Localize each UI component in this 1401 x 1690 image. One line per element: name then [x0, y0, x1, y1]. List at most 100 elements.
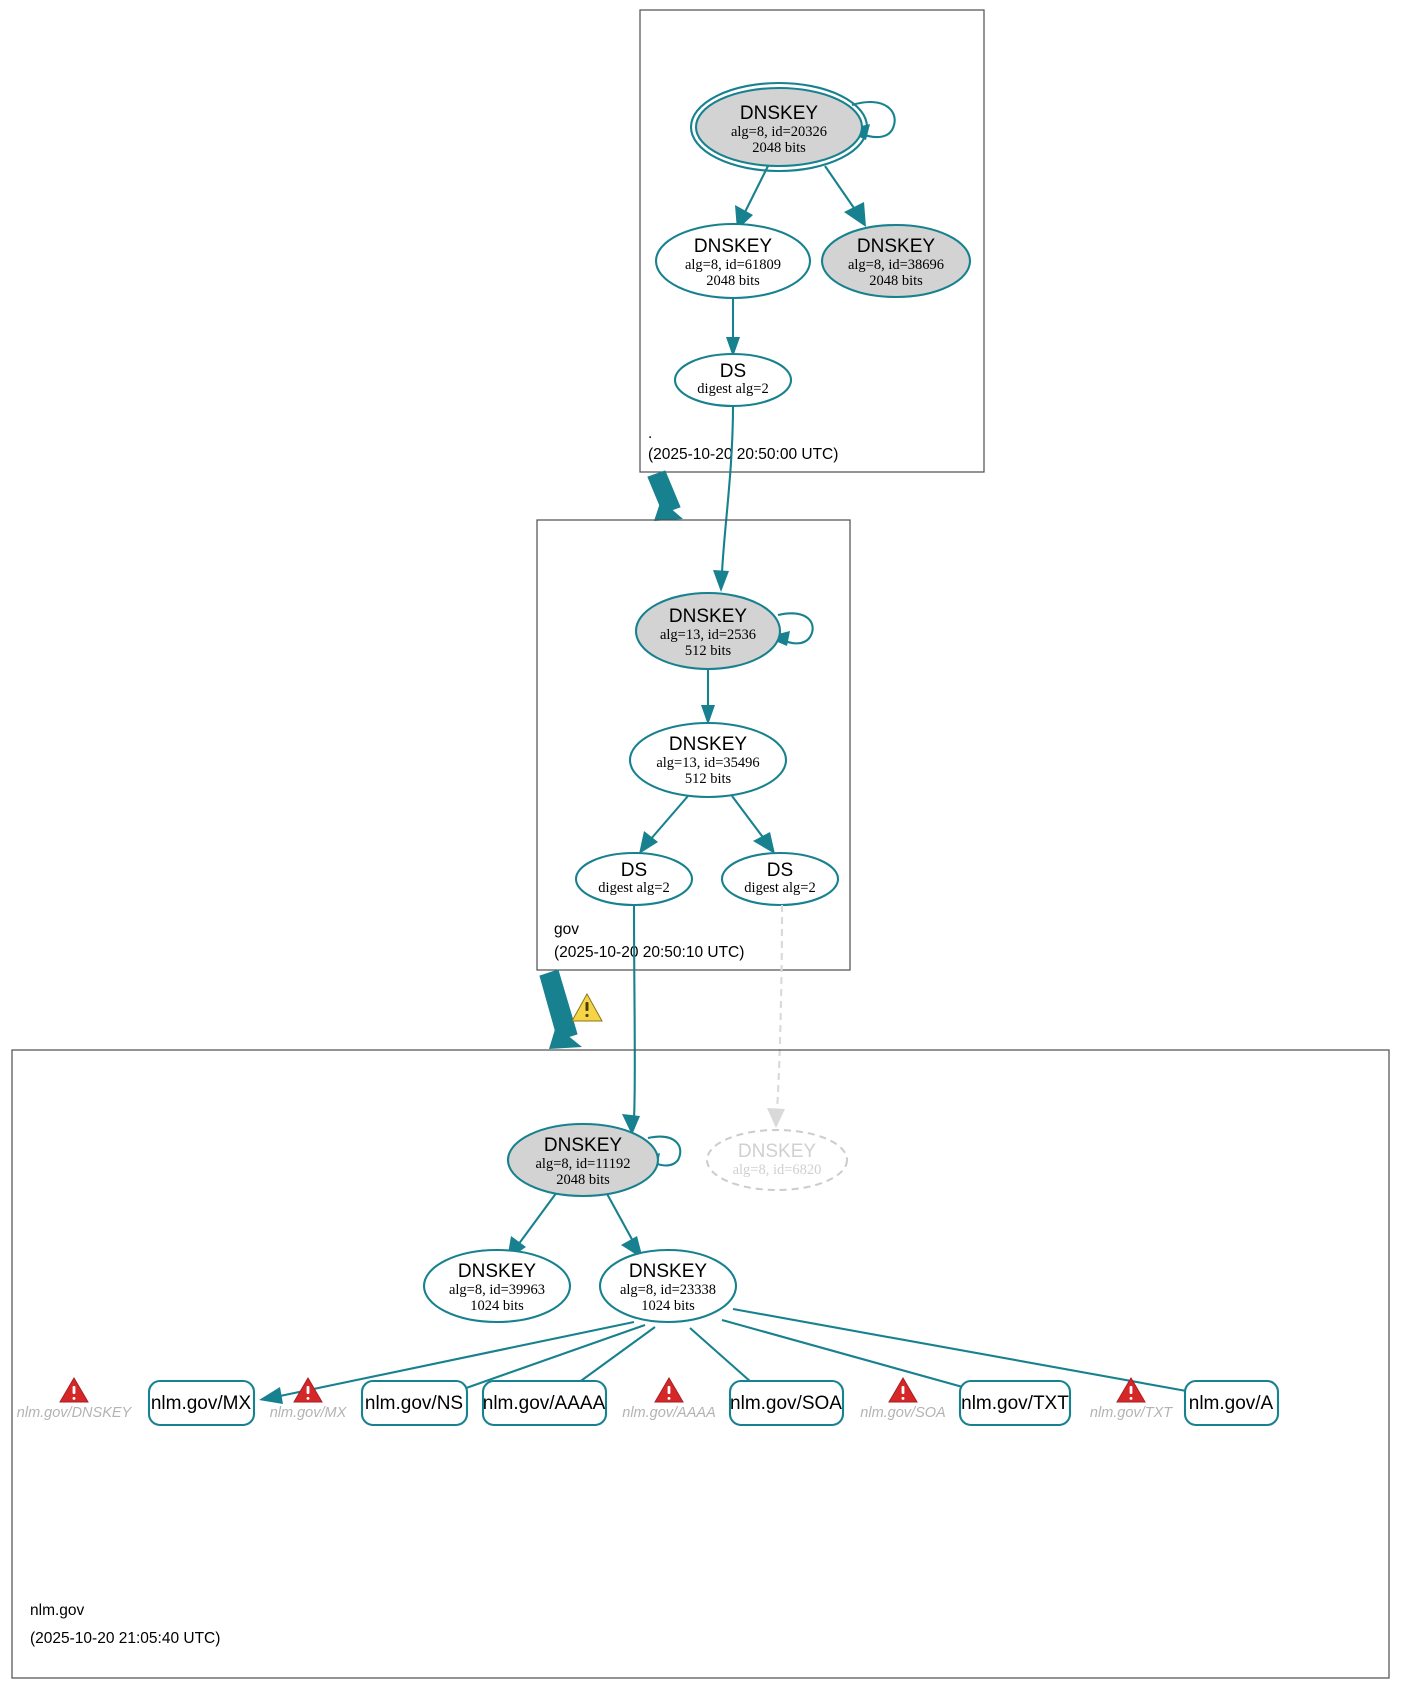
node-nlm-key-6820-params: alg=8, id=6820: [733, 1162, 822, 1178]
rrset-nlmgov-mx-label: nlm.gov/MX: [151, 1393, 252, 1414]
rrset-nlmgov-txt-box: [958, 1379, 1072, 1427]
node-root-zsk-61809-params: alg=8, id=61809: [685, 257, 781, 273]
node-nlm-ksk[interactable]: DNSKEY alg=8, id=11192 2048 bits: [506, 1122, 660, 1198]
node-nlm-zsk-39963-params: alg=8, id=39963: [449, 1282, 545, 1298]
warning-nlmgov-mx-label: nlm.gov/MX: [270, 1405, 348, 1421]
warning-gov-delegation-icon[interactable]: [571, 992, 603, 1022]
edge-gov-ds1-to-nlm-ksk: [632, 904, 636, 1119]
edge-gov-to-nlmgov-delegation: [539, 969, 582, 1049]
arrowhead-root-to-gov: [654, 500, 683, 521]
zone-root: DNSKEY alg=8, id=20326 2048 bits DNSKEY …: [639, 9, 985, 473]
rrset-nlmgov-ns[interactable]: nlm.gov/NS: [360, 1379, 469, 1427]
rrset-nlmgov-soa[interactable]: nlm.gov/SOA: [728, 1379, 845, 1427]
node-nlm-zsk-23338-size: 1024 bits: [641, 1298, 695, 1314]
node-nlm-zsk-23338-title: DNSKEY: [629, 1261, 707, 1282]
edge-root-to-gov-delegation: [647, 470, 683, 521]
warning-nlmgov-soa[interactable]: nlm.gov/SOA: [860, 1377, 946, 1421]
node-root-key-38696[interactable]: DNSKEY alg=8, id=38696 2048 bits: [820, 223, 972, 299]
node-nlm-key-6820-title: DNSKEY: [738, 1141, 816, 1162]
rrset-nlmgov-mx[interactable]: nlm.gov/MX: [147, 1379, 256, 1427]
node-root-zsk-61809[interactable]: DNSKEY alg=8, id=61809 2048 bits: [654, 222, 812, 300]
warning-exclamation-stem: [306, 1386, 310, 1394]
zone-gov: DNSKEY alg=13, id=2536 512 bits DNSKEY a…: [536, 519, 851, 971]
node-root-ksk[interactable]: DNSKEY alg=8, id=20326 2048 bits: [689, 81, 869, 173]
edge-gov-ksk-selfsign: [777, 612, 814, 645]
rrset-nlmgov-txt[interactable]: nlm.gov/TXT: [958, 1379, 1072, 1427]
rrset-nlmgov-a[interactable]: nlm.gov/A: [1183, 1379, 1280, 1427]
zone-nlmgov-border: [11, 1049, 1390, 1679]
zone-nlmgov-timestamp: (2025-10-20 21:05:40 UTC): [30, 1630, 220, 1647]
warning-nlmgov-txt[interactable]: nlm.gov/TXT: [1090, 1377, 1173, 1421]
node-nlm-zsk-39963-shape: [422, 1248, 572, 1324]
node-gov-ds-1-params: digest alg=2: [598, 880, 669, 896]
node-root-key-38696-params: alg=8, id=38696: [848, 257, 944, 273]
edge-root-ksk-selfsign: [851, 100, 896, 139]
edge-root-ksk-to-zsk61809: [743, 165, 769, 215]
edge-root-ds-to-gov-ksk: [720, 405, 735, 574]
arrowhead-gov-ds1-to-nlm-ksk: [622, 1114, 640, 1135]
warning-exclamation-dot: [72, 1397, 76, 1400]
warning-nlmgov-soa-label: nlm.gov/SOA: [860, 1405, 945, 1421]
node-gov-zsk-params: alg=13, id=35496: [656, 755, 759, 771]
edge-root-ksk-to-key38696: [824, 165, 857, 212]
zone-gov-border: [536, 519, 851, 971]
rrset-nlmgov-ns-label: nlm.gov/NS: [365, 1393, 463, 1414]
node-root-ksk-shape: [694, 86, 864, 168]
warning-exclamation-dot: [901, 1397, 905, 1400]
arrowhead-zsk-to-mx: [259, 1387, 283, 1404]
warning-nlmgov-aaaa[interactable]: nlm.gov/AAAA: [622, 1377, 716, 1421]
node-gov-ds-1[interactable]: DS digest alg=2: [574, 851, 694, 907]
node-nlm-key-6820-bogus[interactable]: DNSKEY alg=8, id=6820: [706, 1129, 848, 1191]
warning-nlmgov-mx[interactable]: nlm.gov/MX: [270, 1377, 348, 1421]
zone-gov-timestamp: (2025-10-20 20:50:10 UTC): [554, 944, 744, 961]
node-nlm-ksk-size: 2048 bits: [556, 1172, 610, 1188]
warning-exclamation-dot: [1129, 1397, 1133, 1400]
node-nlm-zsk-39963[interactable]: DNSKEY alg=8, id=39963 1024 bits: [422, 1248, 572, 1324]
node-root-key-38696-size: 2048 bits: [869, 273, 923, 289]
edge-zsk-to-mx: [279, 1320, 635, 1398]
rrset-nlmgov-aaaa[interactable]: nlm.gov/AAAA: [481, 1379, 608, 1427]
node-nlm-ksk-title: DNSKEY: [544, 1135, 622, 1156]
node-nlm-zsk-23338[interactable]: DNSKEY alg=8, id=23338 1024 bits: [598, 1248, 738, 1324]
warning-exclamation-stem: [72, 1386, 76, 1394]
zone-root-border: [639, 9, 985, 473]
node-gov-ksk-shape: [634, 591, 782, 671]
node-nlm-key-6820-shape: [706, 1129, 848, 1191]
rrset-nlmgov-a-label: nlm.gov/A: [1189, 1393, 1274, 1414]
node-nlm-zsk-39963-size: 1024 bits: [470, 1298, 524, 1314]
arrowhead-root-ksk-to-key38696: [844, 202, 866, 227]
edge-nlm-ksk-selfsign: [647, 1135, 682, 1167]
node-gov-zsk-size: 512 bits: [685, 771, 732, 787]
edge-zsk-to-soa: [689, 1327, 761, 1391]
node-gov-ksk[interactable]: DNSKEY alg=13, id=2536 512 bits: [634, 591, 782, 671]
warning-exclamation-stem: [901, 1386, 905, 1394]
warning-nlmgov-aaaa-label: nlm.gov/AAAA: [622, 1405, 716, 1421]
warning-exclamation-dot: [667, 1397, 671, 1400]
node-gov-ds-2-title: DS: [767, 860, 793, 881]
edge-gov-zsk-to-ds2: [731, 795, 766, 841]
node-nlm-ksk-shape: [506, 1122, 660, 1198]
edge-nlm-ksk-to-zsk39963: [517, 1191, 558, 1246]
node-gov-zsk[interactable]: DNSKEY alg=13, id=35496 512 bits: [628, 721, 788, 799]
arrowhead-root-ds-to-gov-ksk: [713, 570, 729, 592]
arrowhead-gov-ds2-to-bogus-key: [767, 1108, 785, 1128]
rrset-nlmgov-aaaa-label: nlm.gov/AAAA: [483, 1393, 606, 1414]
node-root-ds-gov[interactable]: DS digest alg=2: [673, 352, 793, 408]
node-root-key-38696-shape: [820, 223, 972, 299]
warning-nlmgov-dnskey[interactable]: nlm.gov/DNSKEY: [17, 1377, 133, 1421]
edge-nlm-ksk-to-zsk23338: [605, 1191, 635, 1244]
node-gov-zsk-shape: [628, 721, 788, 799]
node-gov-zsk-title: DNSKEY: [669, 734, 747, 755]
node-root-ksk-title: DNSKEY: [740, 103, 818, 124]
rrset-nlmgov-soa-label: nlm.gov/SOA: [730, 1393, 842, 1414]
warning-nlmgov-txt-label: nlm.gov/TXT: [1090, 1405, 1173, 1421]
edge-gov-to-nlmgov-shaft: [539, 969, 578, 1041]
warning-exclamation-stem: [585, 1002, 589, 1011]
warning-exclamation-stem: [1129, 1386, 1133, 1394]
node-gov-ds-2[interactable]: DS digest alg=2: [720, 851, 840, 907]
edge-zsk-to-a: [732, 1307, 1193, 1394]
node-nlm-zsk-39963-title: DNSKEY: [458, 1261, 536, 1282]
rrset-nlmgov-a-box: [1183, 1379, 1280, 1427]
node-nlm-zsk-23338-params: alg=8, id=23338: [620, 1282, 716, 1298]
